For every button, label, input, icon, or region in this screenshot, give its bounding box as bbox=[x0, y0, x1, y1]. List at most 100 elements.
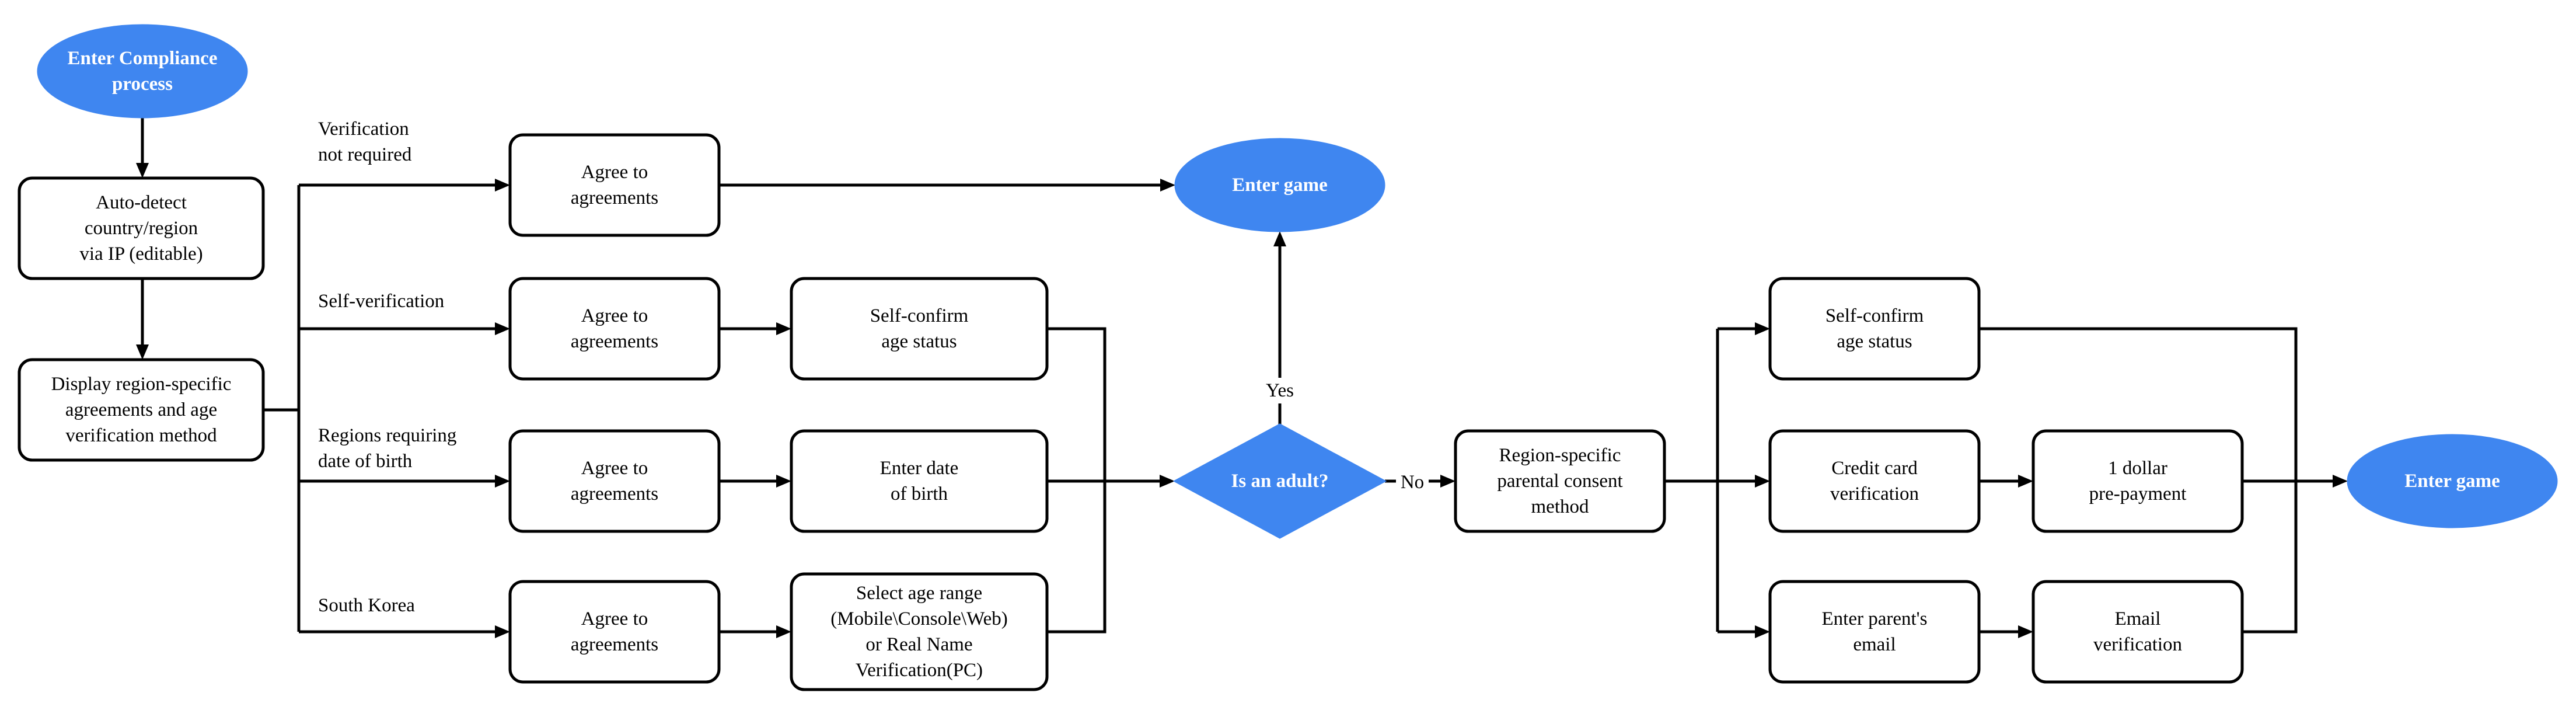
display-agreements-text: Display region-specific bbox=[51, 374, 232, 395]
edge-label-south-korea: South Korea bbox=[318, 595, 415, 616]
one-dollar-box: 1 dollar pre-payment bbox=[2032, 429, 2244, 533]
edge-merge-to-adult bbox=[1047, 475, 1175, 488]
email-verification-text: verification bbox=[2093, 634, 2182, 655]
edge-arrowhead bbox=[1755, 475, 1770, 488]
edge-branch-south-korea bbox=[299, 625, 510, 638]
one-dollar-text: pre-payment bbox=[2089, 483, 2187, 504]
self-confirm-1-text: age status bbox=[881, 331, 957, 352]
enter-game-top-text: Enter game bbox=[1232, 175, 1327, 196]
edge-arrowhead bbox=[776, 475, 791, 488]
south-korea-text: South Korea bbox=[318, 595, 415, 616]
display-agreements-box: Display region-specific agreements and ag… bbox=[18, 358, 265, 462]
enter-compliance-terminal: Enter Compliance process bbox=[37, 24, 248, 119]
one-dollar-text: 1 dollar bbox=[2108, 458, 2167, 479]
edge-arrowhead bbox=[1440, 475, 1455, 488]
enter-dob-text: Enter date bbox=[880, 458, 959, 479]
edge-consent-to-creditcard bbox=[1718, 475, 1770, 488]
edge-agree1-to-enter-game bbox=[719, 179, 1175, 192]
edge-label-not-required: Verification not required bbox=[318, 119, 412, 165]
agree-1-text: agreements bbox=[571, 187, 658, 208]
edge-agree4-to-agerange bbox=[719, 625, 791, 638]
dob-regions-text: date of birth bbox=[318, 451, 413, 472]
parent-email-text: email bbox=[1853, 634, 1896, 655]
auto-detect-text: Auto-detect bbox=[96, 192, 187, 213]
edge-arrowhead bbox=[1755, 625, 1770, 638]
edge-arrowhead bbox=[2333, 475, 2348, 488]
parental-consent-text: Region-specific bbox=[1499, 445, 1621, 466]
edge-arrowhead bbox=[1160, 475, 1175, 488]
edge-consent-to-selfconfirm bbox=[1718, 322, 1770, 335]
agree-4-box: Agree to agreements bbox=[508, 580, 721, 684]
enter-game-top-terminal: Enter game bbox=[1174, 138, 1385, 232]
credit-card-box: Credit card verification bbox=[1768, 429, 1981, 533]
agree-4-text: Agree to bbox=[581, 608, 648, 629]
enter-game-right-terminal: Enter game bbox=[2347, 434, 2558, 528]
agree-3-text: Agree to bbox=[581, 458, 648, 479]
edge-branch-dob bbox=[299, 475, 510, 488]
is-adult-decision: Is an adult? bbox=[1172, 423, 1387, 539]
parent-email-box: Enter parent's email bbox=[1768, 580, 1981, 684]
agree-2-text: agreements bbox=[571, 331, 658, 352]
select-age-range-text: Verification(PC) bbox=[856, 660, 983, 681]
enter-compliance-text: process bbox=[112, 74, 173, 95]
edge-arrowhead bbox=[776, 625, 791, 638]
select-age-range-box: Select age range(Mobile\Console\Web)or R… bbox=[790, 572, 1049, 691]
display-agreements-text: agreements and age bbox=[65, 399, 217, 420]
edge-arrowhead bbox=[1755, 322, 1770, 335]
label-background bbox=[1396, 469, 1429, 495]
edge-label-no: No bbox=[1396, 469, 1429, 495]
select-age-range-text: Select age range bbox=[856, 583, 982, 604]
edge-arrowhead bbox=[1160, 179, 1175, 192]
parental-consent-box: Region-specific parental consent method bbox=[1454, 429, 1666, 533]
edge-arrowhead bbox=[495, 179, 510, 192]
edge-arrowhead bbox=[2018, 475, 2033, 488]
display-agreements-text: verification method bbox=[65, 425, 217, 446]
edges-layer bbox=[136, 117, 2348, 638]
email-verification-box: Email verification bbox=[2032, 580, 2244, 684]
email-verification-text: Email bbox=[2115, 608, 2161, 629]
enter-compliance-text: Enter Compliance bbox=[68, 48, 218, 69]
edge-prepayment-to-game bbox=[2242, 475, 2348, 488]
dob-regions-text: Regions requiring bbox=[318, 425, 456, 446]
select-age-range-text: or Real Name bbox=[865, 634, 972, 655]
agree-4-text: agreements bbox=[571, 634, 658, 655]
edge-arrowhead bbox=[2018, 625, 2033, 638]
edge-compliance-to-autodetect bbox=[136, 117, 149, 178]
parent-email-text: Enter parent's bbox=[1822, 608, 1928, 629]
parental-consent-text: parental consent bbox=[1497, 471, 1622, 492]
auto-detect-text: via IP (editable) bbox=[79, 243, 203, 264]
self-verification-text: Self-verification bbox=[318, 291, 444, 312]
edge-arrowhead bbox=[776, 322, 791, 335]
edge-agree3-to-dob bbox=[719, 475, 791, 488]
edge-arrowhead bbox=[1273, 231, 1286, 246]
not-required-text: not required bbox=[318, 144, 412, 165]
yes-text: Yes bbox=[1266, 380, 1294, 401]
edge-arrowhead bbox=[495, 322, 510, 335]
enter-game-right-text: Enter game bbox=[2404, 471, 2500, 492]
enter-dob-text: of birth bbox=[891, 483, 948, 504]
edge-label-dob-regions: Regions requiring date of birth bbox=[318, 425, 456, 472]
edge-parentemail-to-emailver bbox=[1979, 625, 2033, 638]
agree-2-text: Agree to bbox=[581, 305, 648, 326]
enter-dob-box: Enter date of birth bbox=[790, 429, 1049, 533]
credit-card-text: Credit card bbox=[1831, 458, 1918, 479]
self-confirm-2-text: age status bbox=[1837, 331, 1912, 352]
credit-card-text: verification bbox=[1830, 483, 1919, 504]
agree-3-text: agreements bbox=[571, 483, 658, 504]
edge-arrowhead bbox=[136, 344, 149, 360]
edge-arrowhead bbox=[136, 163, 149, 178]
agree-2-box: Agree to agreements bbox=[508, 277, 721, 381]
is-adult-text: Is an adult? bbox=[1231, 471, 1329, 492]
edge-agree2-to-selfconfirm bbox=[719, 322, 791, 335]
not-required-text: Verification bbox=[318, 119, 409, 140]
parental-consent-text: method bbox=[1531, 496, 1589, 517]
edge-branch-not-required bbox=[299, 179, 510, 192]
label-background bbox=[1259, 378, 1300, 403]
edge-label-yes: Yes bbox=[1259, 378, 1300, 403]
edge-labels-layer: Verification not requiredSelf-verificatio… bbox=[318, 119, 1429, 616]
